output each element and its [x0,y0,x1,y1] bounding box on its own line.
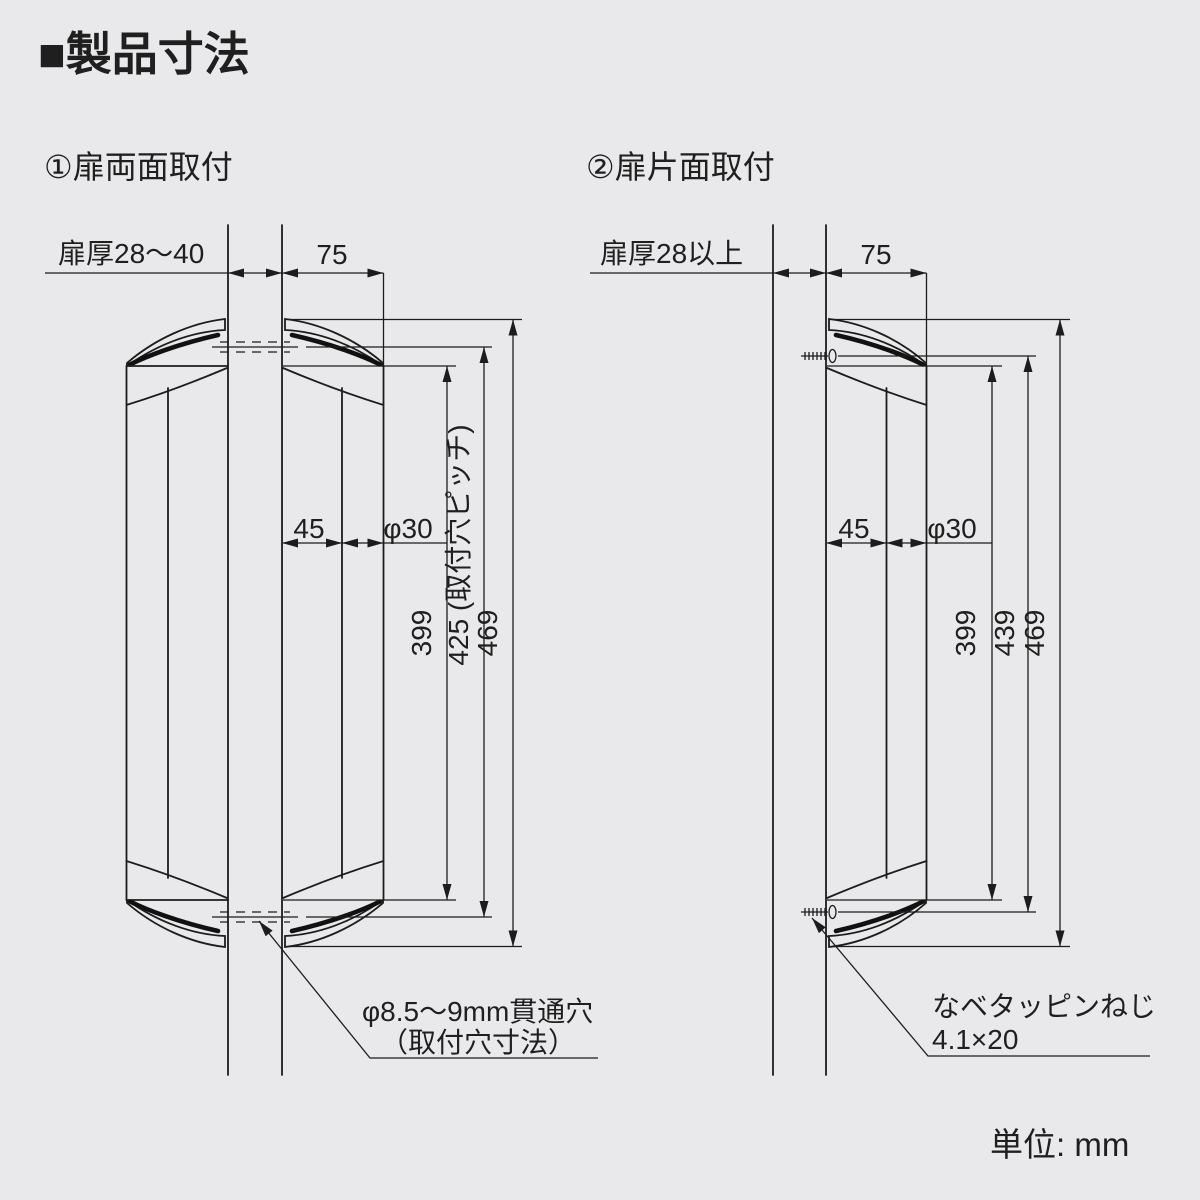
screw-note-line1: なベタッピンねじ [932,991,1156,1022]
door-thickness-label: 扉厚28以上 [600,238,743,269]
door-section-lines [772,224,827,1076]
depth-dim: 75 [316,239,347,270]
grip-diameter-dim: φ30 [927,513,976,544]
shoulder-dim: 399 [950,610,981,657]
screw-pitch-dim: 439 [989,610,1020,657]
door-thickness-label: 扉厚28～40 [58,238,204,269]
hole-offset-dim: 45 [293,513,324,544]
handle-left [125,317,229,949]
depth-dim: 75 [860,239,891,270]
screw-icon-bottom [801,904,837,920]
hole-offset-dim: 45 [838,513,869,544]
grip-diameter-dim: φ30 [383,513,432,544]
handle-right [282,317,385,949]
handle-right [826,317,928,949]
overall-dim: 469 [1019,610,1050,657]
screw-note-line2: 4.1×20 [932,1024,1018,1055]
dimension-lines-left [45,268,598,1059]
overall-dim: 469 [472,610,503,657]
right-diagram: ②扉片面取付 扉厚28以上 75 45 φ30 399 439 469 なベタッ… [586,149,1156,1076]
diagram-left-label: ①扉両面取付 [44,149,233,185]
through-hole-note-line1: φ8.5～9mm貫通穴 [362,996,593,1027]
diagram-right-label: ②扉片面取付 [586,149,775,185]
shoulder-dim: 399 [406,610,437,657]
screw-icon-top [801,348,837,364]
through-hole-note-line2: （取付穴寸法） [380,1027,576,1058]
dimension-lines-right [590,268,1150,1057]
page-title: ■製品寸法 [38,28,250,80]
hole-pitch-dim: 425 (取付穴ピッチ) [443,424,474,665]
left-diagram: ①扉両面取付 扉厚28～40 75 45 φ30 399 425 (取付穴ピッチ… [44,149,598,1076]
unit-label: 単位: mm [990,1126,1129,1163]
through-hole-marks [212,341,298,923]
